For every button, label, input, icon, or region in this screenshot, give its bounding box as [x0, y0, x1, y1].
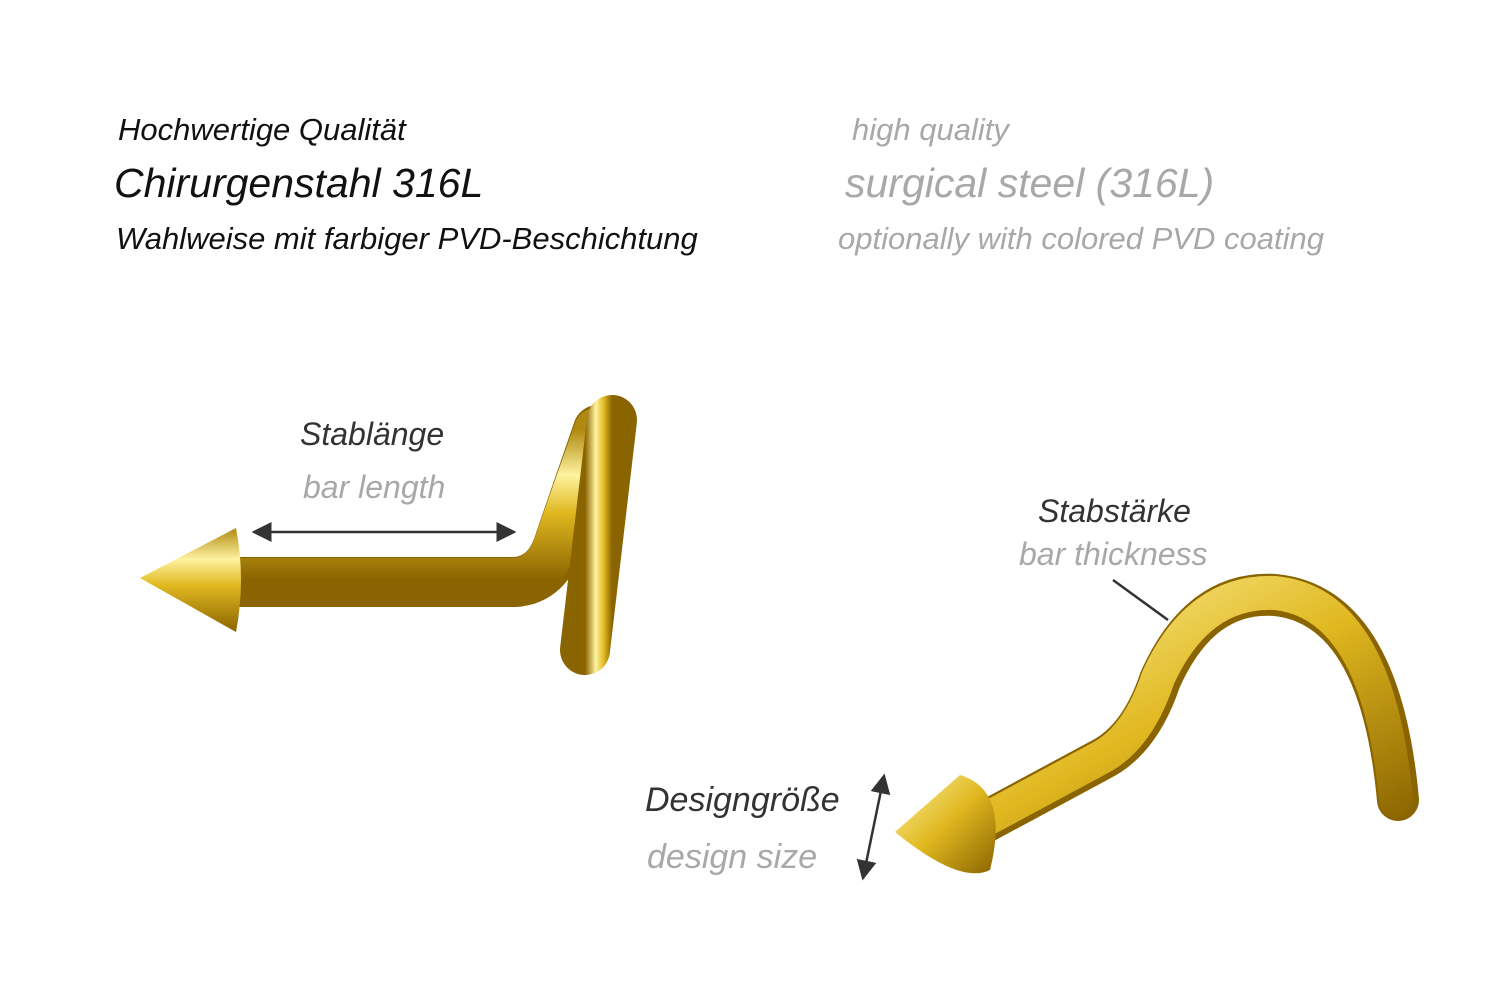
quality-heading-de: Hochwertige Qualität	[118, 112, 406, 147]
coating-text-de: Wahlweise mit farbiger PVD-Beschichtung	[116, 221, 698, 256]
bar-thickness-label-de: Stabstärke	[1038, 493, 1191, 529]
material-heading-de: Chirurgenstahl 316L	[114, 160, 484, 206]
bar-length-label-en: bar length	[303, 469, 446, 505]
quality-heading-en: high quality	[852, 112, 1009, 147]
design-size-label-en: design size	[647, 838, 818, 876]
screw-nose-stud	[895, 573, 1419, 874]
coating-text-en: optionally with colored PVD coating	[838, 221, 1324, 256]
design-size-label-de: Designgröße	[645, 781, 840, 819]
bar-length-label-de: Stablänge	[300, 416, 445, 452]
design-size-arrow-icon	[856, 773, 891, 881]
bar-thickness-label-en: bar thickness	[1019, 536, 1208, 572]
l-shape-nose-stud	[140, 395, 637, 675]
cone-tip-icon	[895, 775, 996, 874]
material-heading-en: surgical steel (316L)	[845, 160, 1215, 206]
cone-tip-icon	[140, 528, 241, 632]
bar-thickness-pointer-line	[1112, 578, 1169, 622]
